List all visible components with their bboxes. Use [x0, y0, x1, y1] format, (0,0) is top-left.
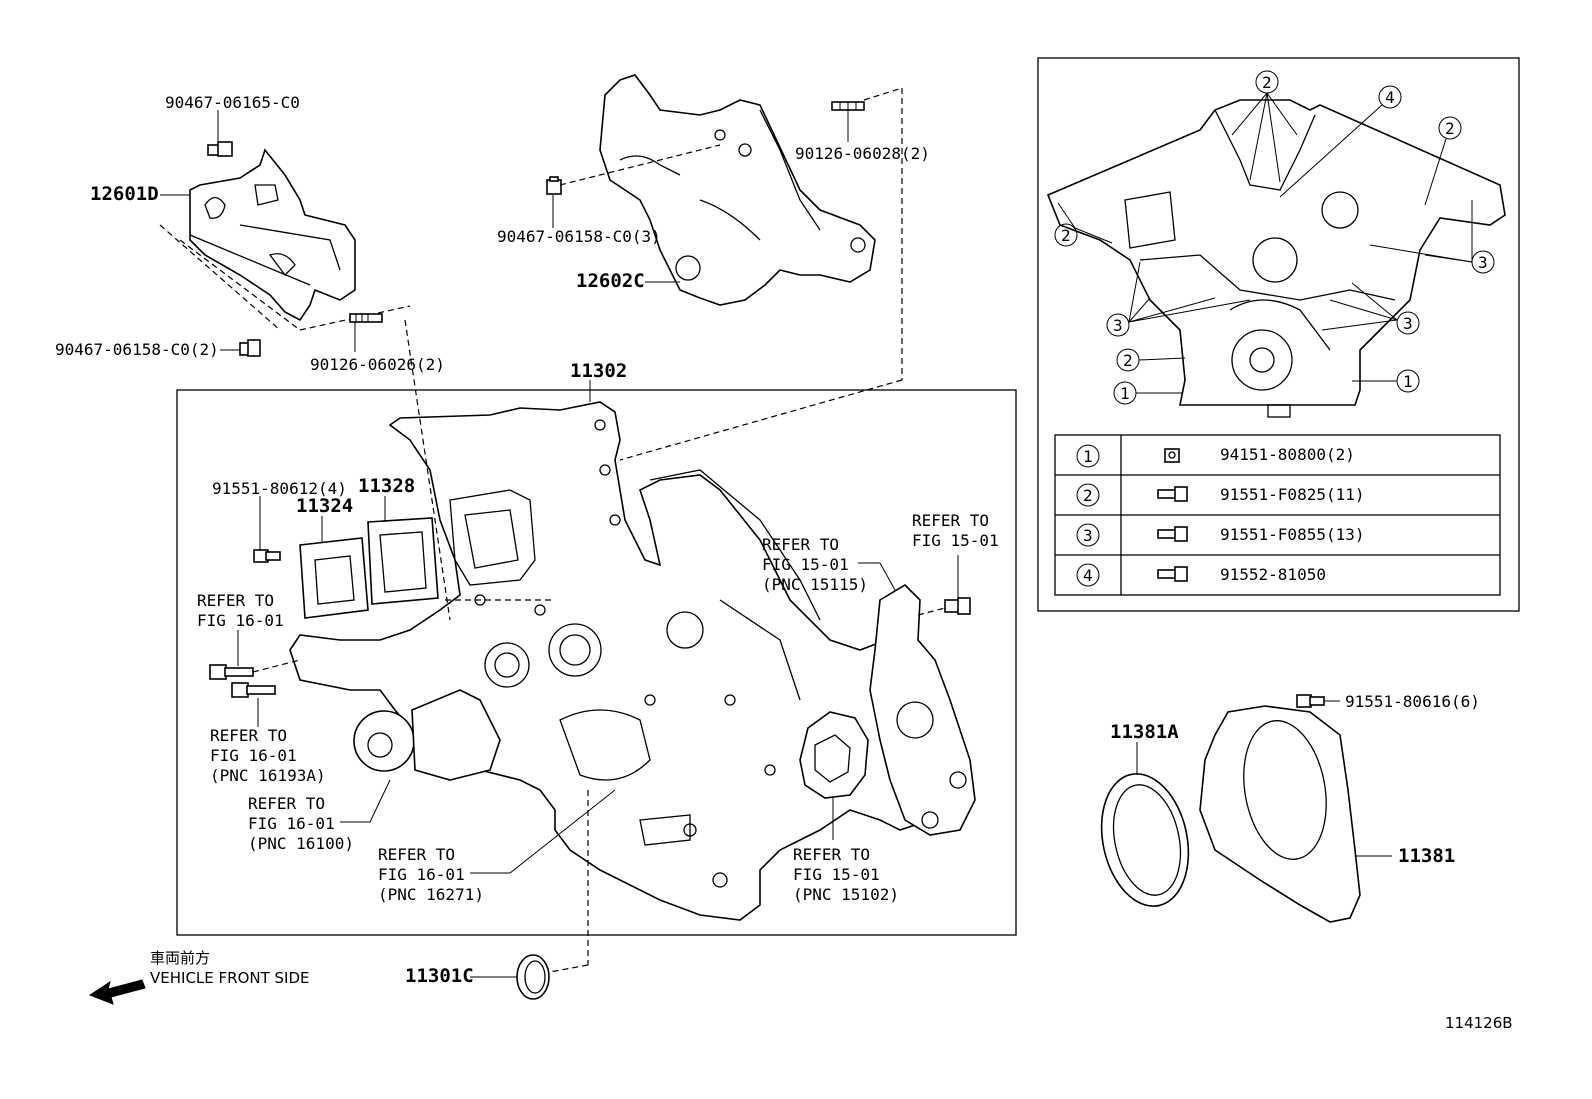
retainer-11381[interactable] — [1199, 705, 1361, 923]
water-pump[interactable] — [353, 689, 501, 781]
bolt-icon — [1157, 526, 1188, 542]
svg-text:FIG 16-01: FIG 16-01 — [197, 611, 284, 630]
legend-row[interactable]: 3 91551-F0855(13) — [1076, 523, 1365, 547]
svg-text:1: 1 — [1120, 384, 1130, 403]
svg-text:REFER TO: REFER TO — [197, 591, 274, 610]
cover-12602c[interactable] — [599, 74, 876, 306]
part-label-11324: 11324 — [296, 495, 353, 517]
stud-90126-06026[interactable] — [349, 313, 383, 323]
refer-note-7: REFER TO FIG 15-01 (PNC 15102) — [793, 845, 899, 904]
svg-text:1: 1 — [1083, 447, 1093, 466]
bolt-90467-06165[interactable] — [207, 141, 233, 157]
svg-text:(PNC 15115): (PNC 15115) — [762, 575, 868, 594]
svg-text:2: 2 — [1061, 226, 1071, 245]
refer-note-1: REFER TO FIG 16-01 — [197, 591, 284, 630]
legend-row[interactable]: 4 91552-81050 — [1076, 563, 1326, 587]
fastener-label: 90126-06026(2) — [310, 355, 445, 374]
part-label-11301c: 11301C — [405, 965, 474, 987]
oil-seal-11381a[interactable] — [1090, 766, 1200, 915]
svg-text:REFER TO: REFER TO — [912, 511, 989, 530]
direction-label-jp: 車両前方 — [150, 949, 210, 967]
refer-note-6: REFER TO FIG 15-01 — [912, 511, 999, 550]
direction-label-en: VEHICLE FRONT SIDE — [150, 969, 310, 987]
svg-text:FIG 16-01: FIG 16-01 — [248, 814, 335, 833]
svg-text:1: 1 — [1403, 372, 1413, 391]
fastener-label: 90467-06158-C0(2) — [55, 340, 219, 359]
bolt-icon — [1157, 486, 1188, 502]
bolt-refer-1[interactable] — [209, 664, 254, 680]
part-label-11302: 11302 — [570, 360, 627, 382]
svg-text:FIG 15-01: FIG 15-01 — [793, 865, 880, 884]
bolt-refer-3[interactable] — [944, 597, 971, 615]
bolt-icon — [1157, 566, 1188, 582]
refer-note-5: REFER TO FIG 15-01 (PNC 15115) — [762, 535, 868, 594]
svg-text:REFER TO: REFER TO — [210, 726, 287, 745]
svg-text:91551-F0825(11): 91551-F0825(11) — [1220, 485, 1365, 504]
svg-text:(PNC 16100): (PNC 16100) — [248, 834, 354, 853]
front-arrow-icon — [88, 979, 146, 1005]
fastener-label: 90126-06028(2) — [795, 144, 930, 163]
svg-text:FIG 16-01: FIG 16-01 — [378, 865, 465, 884]
fastener-label: 91551-80616(6) — [1345, 692, 1480, 711]
fastener-label: 91551-80612(4) — [212, 479, 347, 498]
legend-row[interactable]: 2 91551-F0825(11) — [1076, 483, 1365, 507]
legend-row[interactable]: 1 94151-80800(2) — [1076, 444, 1355, 468]
refer-note-3: REFER TO FIG 16-01 (PNC 16100) — [248, 794, 354, 853]
fastener-label: 90467-06165-C0 — [165, 93, 300, 112]
svg-text:2: 2 — [1083, 486, 1093, 505]
inset-cover-outline — [1046, 99, 1506, 418]
svg-text:(PNC 16193A): (PNC 16193A) — [210, 766, 326, 785]
svg-text:4: 4 — [1385, 88, 1395, 107]
fastener-label: 90467-06158-C0(3) — [497, 227, 661, 246]
svg-text:(PNC 16271): (PNC 16271) — [378, 885, 484, 904]
stud-90126-06028[interactable] — [831, 101, 865, 111]
bracket-12601d[interactable] — [189, 148, 356, 322]
part-label-11328: 11328 — [358, 475, 415, 497]
svg-text:2: 2 — [1262, 73, 1272, 92]
fastener-legend-table: 1 94151-80800(2) 2 91551-F0825(11) 3 915 — [1054, 434, 1501, 596]
refer-note-2: REFER TO FIG 16-01 (PNC 16193A) — [210, 726, 326, 785]
svg-text:REFER TO: REFER TO — [248, 794, 325, 813]
inset-frame — [1037, 57, 1520, 612]
inset-callouts: 2 4 2 2 3 3 3 2 1 1 — [1054, 70, 1495, 405]
svg-text:3: 3 — [1403, 314, 1413, 333]
svg-text:REFER TO: REFER TO — [378, 845, 455, 864]
svg-text:2: 2 — [1445, 119, 1455, 138]
bolt-90467-06158-left[interactable] — [239, 339, 261, 357]
bolt-91551-80616[interactable] — [1296, 694, 1325, 708]
svg-text:91552-81050: 91552-81050 — [1220, 565, 1326, 584]
svg-text:3: 3 — [1113, 316, 1123, 335]
bolt-refer-2[interactable] — [231, 682, 276, 698]
part-label-12601d: 12601D — [90, 183, 159, 205]
part-label-11381a: 11381A — [1110, 721, 1179, 743]
oil-pump-rotor[interactable] — [799, 711, 869, 799]
part-label-12602c: 12602C — [576, 270, 645, 292]
svg-text:REFER TO: REFER TO — [793, 845, 870, 864]
diagram-code: 114126B — [1445, 1014, 1513, 1032]
svg-text:4: 4 — [1083, 566, 1093, 585]
timing-cover-11302[interactable] — [289, 401, 961, 921]
nut-90467-06158-center[interactable] — [546, 176, 562, 195]
bolt-91551-80612[interactable] — [253, 549, 281, 563]
svg-text:94151-80800(2): 94151-80800(2) — [1220, 445, 1355, 464]
nut-icon — [1164, 448, 1180, 463]
part-label-11381: 11381 — [1398, 845, 1455, 867]
svg-text:3: 3 — [1083, 526, 1093, 545]
svg-text:3: 3 — [1478, 253, 1488, 272]
refer-note-4: REFER TO FIG 16-01 (PNC 16271) — [378, 845, 484, 904]
svg-text:FIG 16-01: FIG 16-01 — [210, 746, 297, 765]
svg-text:REFER TO: REFER TO — [762, 535, 839, 554]
svg-text:91551-F0855(13): 91551-F0855(13) — [1220, 525, 1365, 544]
svg-text:FIG 15-01: FIG 15-01 — [912, 531, 999, 550]
svg-text:2: 2 — [1123, 351, 1133, 370]
assembly-frame — [176, 389, 1017, 936]
gasket-11324[interactable] — [299, 537, 369, 619]
seal-11301c[interactable] — [516, 954, 550, 1000]
plate-11328[interactable] — [367, 517, 439, 605]
oil-pump-housing[interactable] — [869, 583, 976, 836]
svg-text:(PNC 15102): (PNC 15102) — [793, 885, 899, 904]
svg-text:FIG 15-01: FIG 15-01 — [762, 555, 849, 574]
